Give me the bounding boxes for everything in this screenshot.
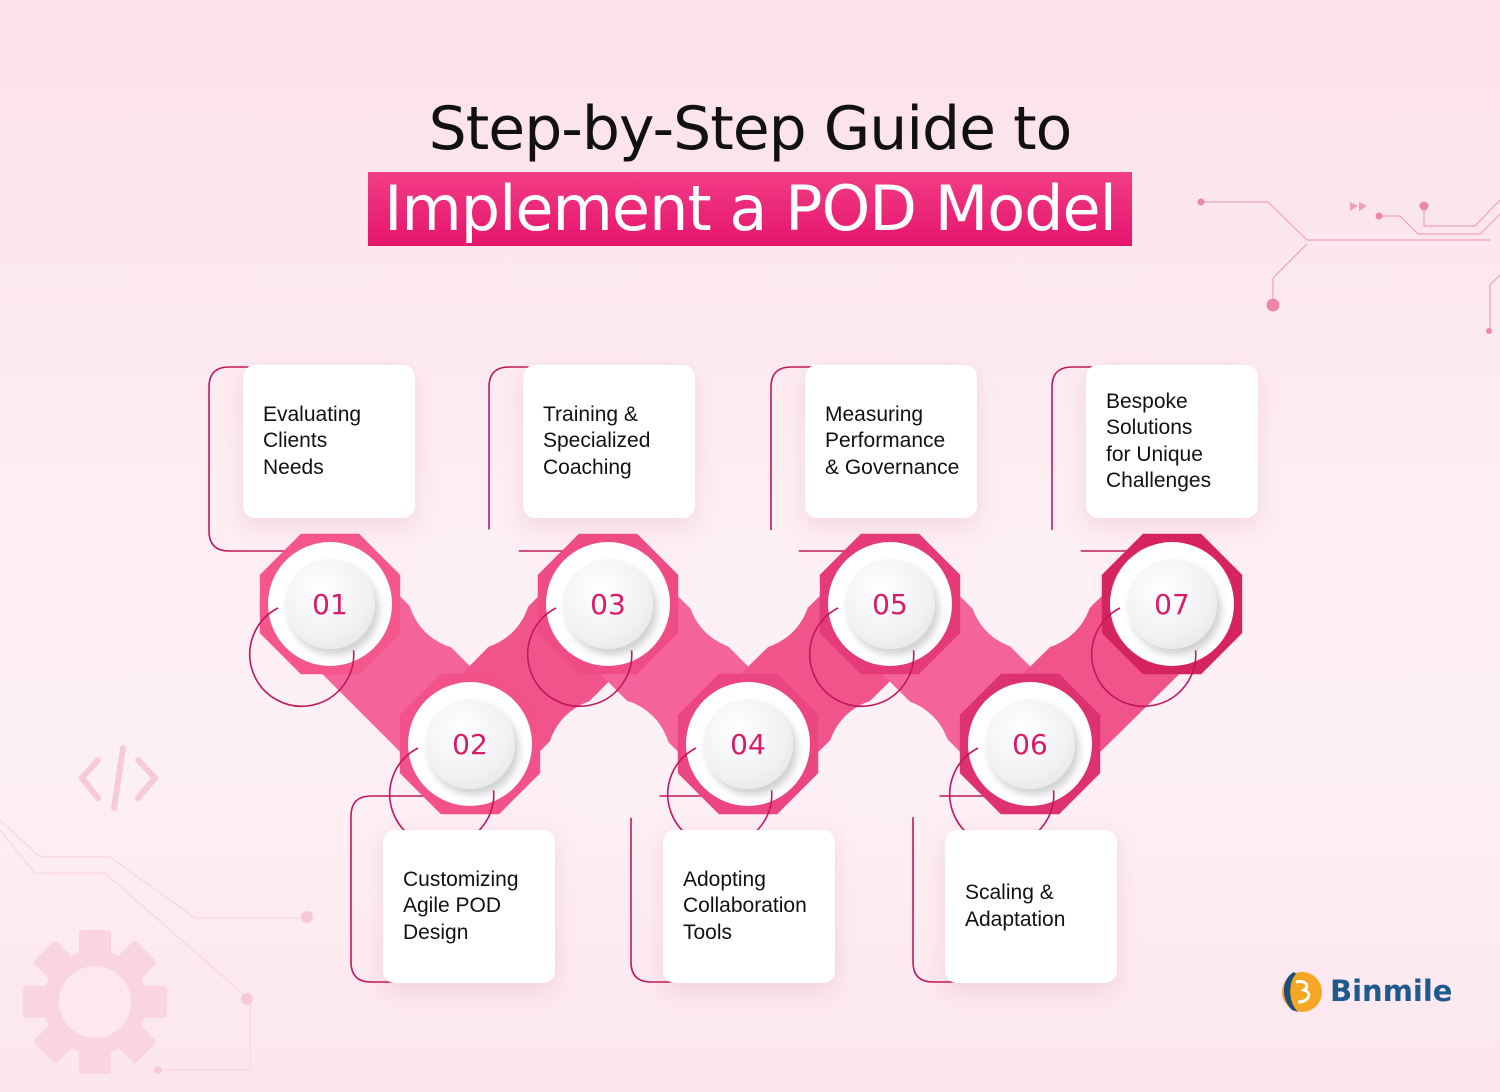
band-scallop [407,526,531,650]
band-scallop [547,698,671,822]
step-card-04: Adopting Collaboration Tools [663,830,835,983]
step-label: Adopting Collaboration Tools [683,867,807,944]
band-scallop [969,526,1093,650]
step-number-06: 06 [985,699,1075,789]
step-number-04: 04 [703,699,793,789]
step-ring-arc [1090,607,1197,707]
binmile-logo-icon [1282,972,1322,1012]
band-scallop [687,526,811,650]
step-card-01: Evaluating Clients Needs [243,365,415,518]
step-label: Bespoke Solutions for Unique Challenges [1106,389,1212,493]
step-label: Evaluating Clients Needs [263,402,362,479]
step-label: Training & Specialized Coaching [543,402,651,479]
step-label: Measuring Performance & Governance [825,402,960,479]
code-icon [78,745,160,811]
step-bracket-line [208,366,320,552]
step-ring-arc [526,607,633,707]
logo-text: Binmile [1330,974,1453,1008]
step-label: Scaling & Adaptation [965,881,1066,931]
step-number-02: 02 [425,699,515,789]
step-card-03: Training & Specialized Coaching [523,365,695,518]
title-line-2-highlight: Implement a POD Model [368,172,1132,246]
band-scallop [827,698,951,822]
step-number-01: 01 [285,559,375,649]
gear-icon [23,930,167,1074]
title-block: Step-by-Step Guide to Implement a POD Mo… [0,90,1500,246]
step-label: Customizing Agile POD Design [403,867,519,944]
step-card-02: Customizing Agile POD Design [383,830,555,983]
fast-forward-icon [1350,202,1367,211]
step-ring-arc [808,607,915,707]
step-card-06: Scaling & Adaptation [945,830,1117,983]
step-number-05: 05 [845,559,935,649]
step-card-07: Bespoke Solutions for Unique Challenges [1086,365,1258,518]
step-number-07: 07 [1127,559,1217,649]
step-bracket-line [350,795,475,983]
title-line-1: Step-by-Step Guide to [428,94,1073,164]
step-ring-arc [248,607,355,707]
circuit-lines-icon [1201,199,1500,330]
step-number-03: 03 [563,559,653,649]
step-card-05: Measuring Performance & Governance [805,365,977,518]
brand-logo: Binmile [1276,968,1452,1014]
